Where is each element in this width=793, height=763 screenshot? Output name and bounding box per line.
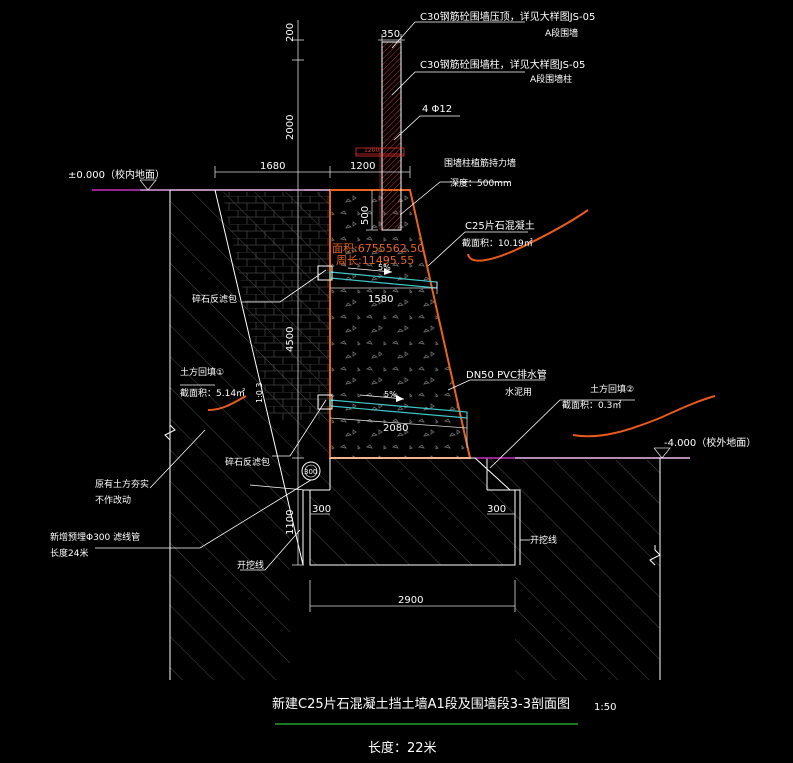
label-blind-pipe-len: 长度24米 xyxy=(50,547,88,559)
label-area-overlay: 面积:6755562.50 xyxy=(332,242,424,255)
annotation-labels: C30钢筋砼围墙压顶，详见大样图JS-05 A段围墙 C30钢筋砼围墙柱，详见大… xyxy=(50,10,756,571)
dim-batter: 1:0.3 xyxy=(255,382,264,403)
label-blind-pipe: 新增预埋Φ300 滤线管 xyxy=(50,531,140,543)
soil-hatch xyxy=(170,192,660,680)
label-earth2-area: 截面积：0.3㎡ xyxy=(562,399,621,411)
label-filter-1: 碎石反滤包 xyxy=(192,293,237,305)
label-earth2-title: 土方回填② xyxy=(590,383,634,395)
dim-300-right: 300 xyxy=(487,504,506,515)
drawing-title: 新建C25片石混凝土挡土墙A1段及围墙段3-3剖面图 xyxy=(272,696,570,712)
dimension-lines xyxy=(139,20,671,612)
title-block: 新建C25片石混凝土挡土墙A1段及围墙段3-3剖面图 1:50 长度：22米 xyxy=(272,696,616,756)
dim-1580: 1580 xyxy=(368,294,393,305)
dim-1200: 1200 xyxy=(350,161,375,172)
label-excavation-right: 开挖线 xyxy=(530,534,557,546)
label-original-soil: 原有土方夯实 xyxy=(95,478,149,490)
leader-lines xyxy=(95,21,690,571)
dim-4500: 4500 xyxy=(285,327,296,352)
drawing-length: 长度：22米 xyxy=(368,740,437,756)
label-earth1-area: 截面积：5.14㎡ xyxy=(180,387,245,399)
dimension-labels: 350 200 2000 1680 1200 1200 500 4500 158… xyxy=(255,23,506,606)
label-pvc-sub: 水泥用 xyxy=(505,386,532,398)
label-pipe-dia: 300 xyxy=(304,468,317,476)
label-perimeter-overlay: 周长:11495.55 xyxy=(336,254,414,267)
dim-350: 350 xyxy=(381,29,400,40)
dim-200: 200 xyxy=(285,23,296,42)
label-filter-2: 碎石反滤包 xyxy=(225,456,270,468)
wall-column xyxy=(355,41,405,231)
label-elev-inside: ±0.000（校内地面） xyxy=(68,168,165,181)
dim-2080: 2080 xyxy=(383,423,408,434)
label-original-soil-sub: 不作改动 xyxy=(95,494,131,506)
dim-slope2: 5% xyxy=(384,390,397,399)
label-concrete: C25片石混凝土 xyxy=(465,219,535,232)
label-rebar: 4 Φ12 xyxy=(422,104,452,115)
label-earth1-title: 土方回填① xyxy=(180,366,224,378)
geometry-lines xyxy=(92,189,690,680)
label-pvc: DN50 PVC排水管 xyxy=(466,368,547,381)
dim-1680: 1680 xyxy=(260,161,285,172)
label-elev-outside: -4.000（校外地面） xyxy=(664,436,756,449)
label-excavation-left: 开挖线 xyxy=(237,559,264,571)
label-callout-col-sub: A段围墙柱 xyxy=(530,73,572,85)
label-concrete-area: 截面积：10.19㎡ xyxy=(462,237,533,249)
label-embed-depth: 深度：500mm xyxy=(450,177,512,189)
label-callout-col: C30钢筋砼围墙柱，详见大样图JS-05 xyxy=(420,58,585,71)
red-curves xyxy=(207,209,716,438)
dim-500: 500 xyxy=(360,206,371,225)
label-callout-top: C30钢筋砼围墙压顶，详见大样图JS-05 xyxy=(420,10,595,23)
dim-slope1: 5% xyxy=(378,263,391,272)
dim-1200-small: 1200 xyxy=(364,147,379,154)
dim-300-left: 300 xyxy=(312,504,331,515)
label-embed: 围墙柱植筋持力墙 xyxy=(444,157,516,169)
dim-1100: 1100 xyxy=(285,510,296,535)
label-callout-top-sub: A段围墙 xyxy=(545,27,578,39)
dim-2000: 2000 xyxy=(285,115,296,140)
dim-2900: 2900 xyxy=(398,595,423,606)
drawing-scale: 1:50 xyxy=(594,702,616,713)
